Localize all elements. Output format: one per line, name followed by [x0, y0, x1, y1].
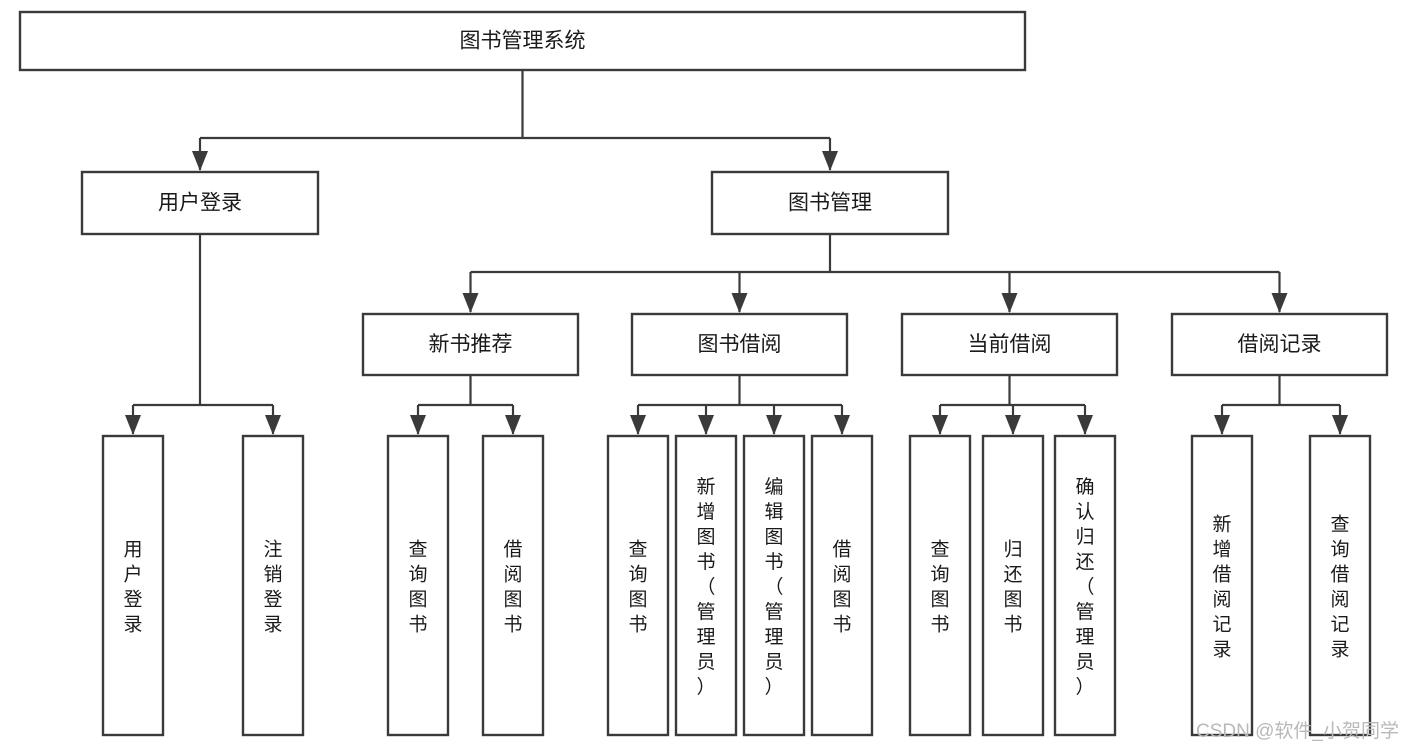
- arrow-to-leaf-borrow-book-2: [834, 415, 850, 435]
- node-leaf-user-login-rect[interactable]: [101, 434, 165, 737]
- node-user-login[interactable]: 用户登录: [80, 170, 320, 236]
- node-leaf-user-login[interactable]: 用户登录: [101, 434, 165, 737]
- node-leaf-add-book-rect[interactable]: [674, 434, 738, 737]
- node-root-system[interactable]: 图书管理系统: [18, 10, 1027, 72]
- node-leaf-return-book-rect[interactable]: [981, 434, 1045, 737]
- node-borrow-record-rect[interactable]: [1170, 312, 1389, 377]
- node-leaf-add-record[interactable]: 新增借阅记录: [1190, 434, 1254, 737]
- arrow-to-leaf-return-book: [1005, 415, 1021, 435]
- node-leaf-confirm-return-rect[interactable]: [1053, 434, 1117, 737]
- arrow-to-leaf-confirm-return: [1077, 415, 1093, 435]
- arrow-to-leaf-borrow-book-1: [505, 415, 521, 435]
- arrow-to-book-manage: [822, 151, 838, 171]
- node-leaf-return-book[interactable]: 归还图书: [981, 434, 1045, 737]
- node-book-manage[interactable]: 图书管理: [710, 170, 950, 236]
- node-leaf-add-book[interactable]: 新增图书（管理员）: [674, 434, 738, 737]
- node-leaf-add-record-rect[interactable]: [1190, 434, 1254, 737]
- arrow-to-leaf-user-logout: [265, 415, 281, 435]
- node-current-borrow-label: 当前借阅: [968, 333, 1052, 356]
- node-user-login-rect[interactable]: [80, 170, 320, 236]
- node-root-system-label: 图书管理系统: [460, 30, 586, 53]
- node-leaf-edit-book-label: 编辑图书（管理员）: [764, 476, 783, 698]
- node-leaf-edit-book[interactable]: 编辑图书（管理员）: [742, 434, 806, 737]
- node-book-manage-label: 图书管理: [788, 192, 872, 215]
- node-leaf-add-book-label: 新增图书（管理员）: [696, 476, 715, 698]
- node-leaf-user-logout-rect[interactable]: [241, 434, 305, 737]
- node-leaf-borrow-book-1-rect[interactable]: [481, 434, 545, 737]
- node-leaf-borrow-book-1[interactable]: 借阅图书: [481, 434, 545, 737]
- arrow-to-current-borrow: [1001, 293, 1018, 313]
- node-leaf-query-book-1[interactable]: 查询图书: [386, 434, 450, 737]
- node-book-borrow[interactable]: 图书借阅: [630, 312, 849, 377]
- arrow-to-leaf-add-record: [1214, 415, 1230, 435]
- node-book-manage-rect[interactable]: [710, 170, 950, 236]
- node-leaf-borrow-book-2[interactable]: 借阅图书: [810, 434, 874, 737]
- node-leaf-query-book-3[interactable]: 查询图书: [908, 434, 972, 737]
- node-new-book-recommend-label: 新书推荐: [429, 333, 513, 356]
- node-borrow-record-label: 借阅记录: [1238, 333, 1322, 356]
- node-root-system-rect[interactable]: [18, 10, 1027, 72]
- node-current-borrow-rect[interactable]: [900, 312, 1119, 377]
- connector-layer: [125, 70, 1348, 435]
- node-leaf-borrow-book-2-label: 借阅图书: [832, 539, 851, 636]
- arrow-to-leaf-add-book: [698, 415, 714, 435]
- node-leaf-query-book-2-rect[interactable]: [606, 434, 670, 737]
- node-leaf-query-book-3-label: 查询图书: [930, 539, 949, 636]
- node-leaf-query-record[interactable]: 查询借阅记录: [1308, 434, 1372, 737]
- node-borrow-record[interactable]: 借阅记录: [1170, 312, 1389, 377]
- node-book-borrow-rect[interactable]: [630, 312, 849, 377]
- arrow-to-user-login: [192, 151, 208, 171]
- node-leaf-query-record-rect[interactable]: [1308, 434, 1372, 737]
- arrow-to-new-book-recommend: [462, 293, 479, 313]
- node-leaf-confirm-return[interactable]: 确认归还（管理员）: [1053, 434, 1117, 737]
- arrow-to-leaf-user-login: [125, 415, 141, 435]
- node-leaf-query-book-1-label: 查询图书: [408, 539, 427, 636]
- node-leaf-borrow-book-1-label: 借阅图书: [503, 539, 522, 636]
- arrow-to-leaf-query-book-2: [630, 415, 646, 435]
- node-user-login-label: 用户登录: [158, 192, 242, 215]
- node-leaf-user-logout[interactable]: 注销登录: [241, 434, 305, 737]
- node-current-borrow[interactable]: 当前借阅: [900, 312, 1119, 377]
- arrow-to-leaf-query-book-1: [410, 415, 426, 435]
- node-leaf-query-record-label: 查询借阅记录: [1330, 514, 1349, 661]
- node-layer: 图书管理系统用户登录图书管理新书推荐图书借阅当前借阅借阅记录用户登录注销登录查询…: [18, 10, 1389, 737]
- node-book-borrow-label: 图书借阅: [698, 333, 782, 356]
- arrow-to-leaf-edit-book: [766, 415, 782, 435]
- node-leaf-return-book-label: 归还图书: [1003, 539, 1022, 636]
- node-leaf-edit-book-rect[interactable]: [742, 434, 806, 737]
- arrow-to-book-borrow: [731, 293, 748, 313]
- node-leaf-query-book-2-label: 查询图书: [628, 539, 647, 636]
- node-new-book-recommend-rect[interactable]: [361, 312, 580, 377]
- node-leaf-query-book-2[interactable]: 查询图书: [606, 434, 670, 737]
- arrow-to-leaf-query-record: [1332, 415, 1348, 435]
- node-new-book-recommend[interactable]: 新书推荐: [361, 312, 580, 377]
- arrow-to-borrow-record: [1271, 293, 1288, 313]
- node-leaf-query-book-3-rect[interactable]: [908, 434, 972, 737]
- node-leaf-add-record-label: 新增借阅记录: [1212, 514, 1231, 661]
- arrow-to-leaf-query-book-3: [932, 415, 948, 435]
- node-leaf-borrow-book-2-rect[interactable]: [810, 434, 874, 737]
- node-leaf-confirm-return-label: 确认归还（管理员）: [1075, 476, 1094, 698]
- node-leaf-query-book-1-rect[interactable]: [386, 434, 450, 737]
- node-leaf-user-login-label: 用户登录: [123, 540, 142, 636]
- node-leaf-user-logout-label: 注销登录: [263, 539, 282, 636]
